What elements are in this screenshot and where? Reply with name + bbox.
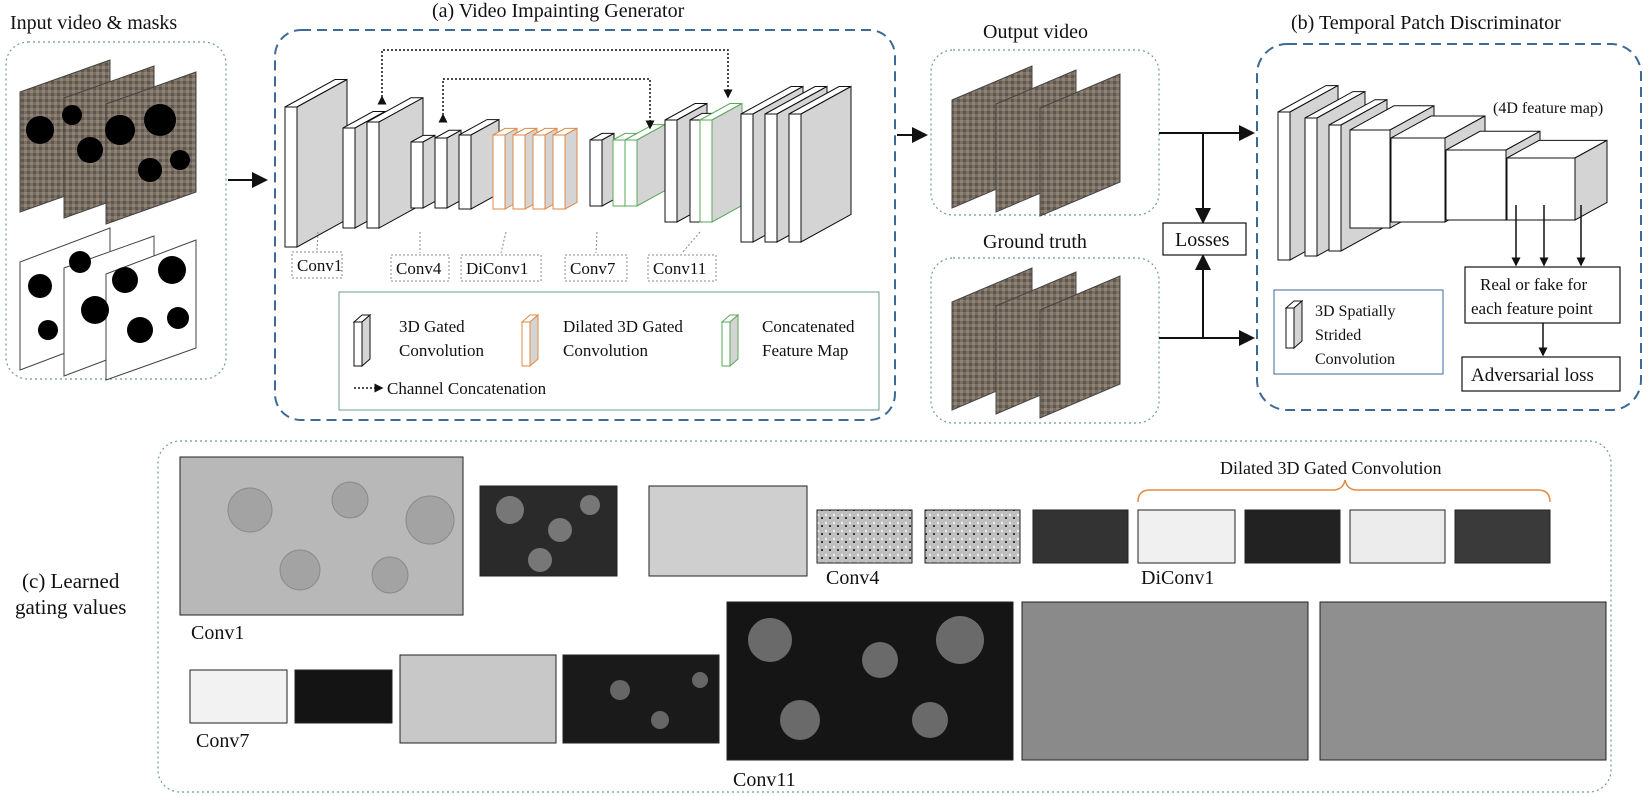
adversarial-box (1461, 356, 1621, 392)
strided-legend-line2: Strided (1315, 327, 1361, 344)
gen-layer-11 (589, 132, 615, 207)
output-video-frames (951, 65, 1121, 217)
gating-map-conv11c (1319, 601, 1607, 761)
gen-label-diconv1: DiConv1 (466, 259, 528, 278)
gen-layer-13 (624, 123, 666, 207)
discriminator-layers (1277, 84, 1608, 261)
gating-label-conv11: Conv11 (733, 769, 796, 791)
gen-label-box (390, 254, 450, 282)
gating-label-conv4: Conv4 (826, 567, 879, 589)
losses-label: Losses (1175, 229, 1230, 251)
discriminator-legend-box (1273, 289, 1444, 375)
legend-gated-icon (352, 313, 372, 368)
gen-label-conv11: Conv11 (653, 259, 706, 278)
gating-label-conv1: Conv1 (191, 622, 244, 644)
legend-concat-line1: Concatenated (762, 317, 855, 336)
gating-map-conv4a (816, 509, 913, 564)
gating-map-conv1c (648, 485, 808, 577)
gen-layer-10 (552, 127, 578, 210)
gating-map-conv7c (399, 654, 557, 744)
output-title: Output video (983, 21, 1088, 43)
discriminator-title: (b) Temporal Patch Discriminator (1291, 12, 1561, 34)
real-fake-line1: Real or fake for (1480, 275, 1587, 294)
losses-routing: Losses (1159, 125, 1255, 346)
legend-dilated-icon (520, 313, 540, 368)
dilated-brace (1137, 479, 1551, 503)
gating-map-diconv1d (1454, 509, 1551, 564)
gating-label-conv7: Conv7 (196, 730, 249, 752)
ground-truth-title: Ground truth (983, 231, 1087, 253)
gating-map-diconv1c (1349, 509, 1446, 564)
generator-panel-border (274, 29, 896, 421)
ground-truth-panel-border (930, 257, 1160, 424)
gen-label-conv1: Conv1 (297, 256, 342, 275)
strided-legend-line3: Convolution (1315, 351, 1395, 368)
gating-map-conv7d (562, 654, 720, 744)
input-panel-border (5, 41, 227, 380)
gen-label-box (564, 254, 628, 282)
generator-legend: 3D Gated Convolution Dilated 3D Gated Co… (338, 291, 880, 411)
generator-legend-box (338, 291, 880, 411)
gen-label-conv7: Conv7 (570, 259, 616, 278)
gating-title-line1: (c) Learned (22, 569, 120, 593)
gating-map-conv4c (1032, 509, 1129, 564)
input-mask-frames (19, 227, 197, 381)
gating-map-conv7a (189, 669, 288, 724)
input-panel: Input video & masks (5, 12, 227, 381)
legend-dilated-line2: Convolution (563, 341, 649, 360)
gen-layer-6 (458, 118, 500, 210)
input-video-frames (19, 59, 197, 225)
skip-connections (377, 49, 733, 130)
gen-layer-19 (788, 85, 852, 243)
generator-title: (a) Video Impainting Generator (432, 0, 685, 22)
gen-label-box (460, 254, 542, 282)
discriminator-panel-border (1256, 43, 1642, 411)
gen-label-conv4: Conv4 (396, 259, 442, 278)
gen-label-box (291, 251, 343, 279)
gating-panel: (c) Learned gating values Dilated 3D Gat… (15, 440, 1612, 793)
gating-panel-border (157, 440, 1612, 793)
legend-channel-label: Channel Concatenation (387, 379, 547, 398)
gating-map-conv4b (924, 509, 1021, 564)
gen-label-box (647, 254, 717, 282)
legend-gated-line1: 3D Gated (399, 317, 465, 336)
gating-map-diconv1a (1137, 509, 1236, 564)
gating-label-diconv1: DiConv1 (1141, 567, 1214, 589)
legend-concat-line2: Feature Map (762, 341, 848, 360)
gating-title-line2: gating values (15, 595, 126, 619)
real-fake-line2: each feature point (1471, 299, 1593, 318)
legend-gated-line2: Convolution (399, 341, 485, 360)
gating-maps (179, 456, 1607, 761)
gen-layer-1 (284, 78, 348, 248)
legend-dilated-line1: Dilated 3D Gated (563, 317, 683, 336)
losses-box (1162, 222, 1247, 256)
generator-layers (284, 78, 852, 248)
legend-concat-icon (720, 313, 740, 368)
gen-layer-16 (699, 102, 743, 223)
gating-map-conv7b (294, 669, 393, 724)
output-panel: Output video (930, 21, 1160, 217)
adversarial-label: Adversarial loss (1471, 365, 1594, 386)
discriminator-panel: (b) Temporal Patch Discriminator (4D fea… (1256, 12, 1642, 411)
dilated-brace-label: Dilated 3D Gated Convolution (1220, 458, 1441, 478)
input-title: Input video & masks (10, 12, 177, 34)
generator-layer-labels: Conv1 Conv4 DiConv1 Conv7 Conv11 (291, 231, 717, 282)
strided-legend-line1: 3D Spatially (1315, 303, 1395, 320)
ground-truth-panel: Ground truth (930, 231, 1160, 424)
gating-map-conv11b (1021, 601, 1309, 761)
gating-map-diconv1b (1244, 509, 1341, 564)
ground-truth-video-frames (951, 267, 1121, 419)
legend-strided-icon (1284, 299, 1304, 350)
gen-layer-5 (434, 129, 462, 209)
disc-layer-7 (1506, 139, 1608, 221)
gen-layer-4 (410, 134, 436, 209)
feature-map-label: (4D feature map) (1493, 100, 1603, 117)
output-panel-border (930, 49, 1160, 216)
